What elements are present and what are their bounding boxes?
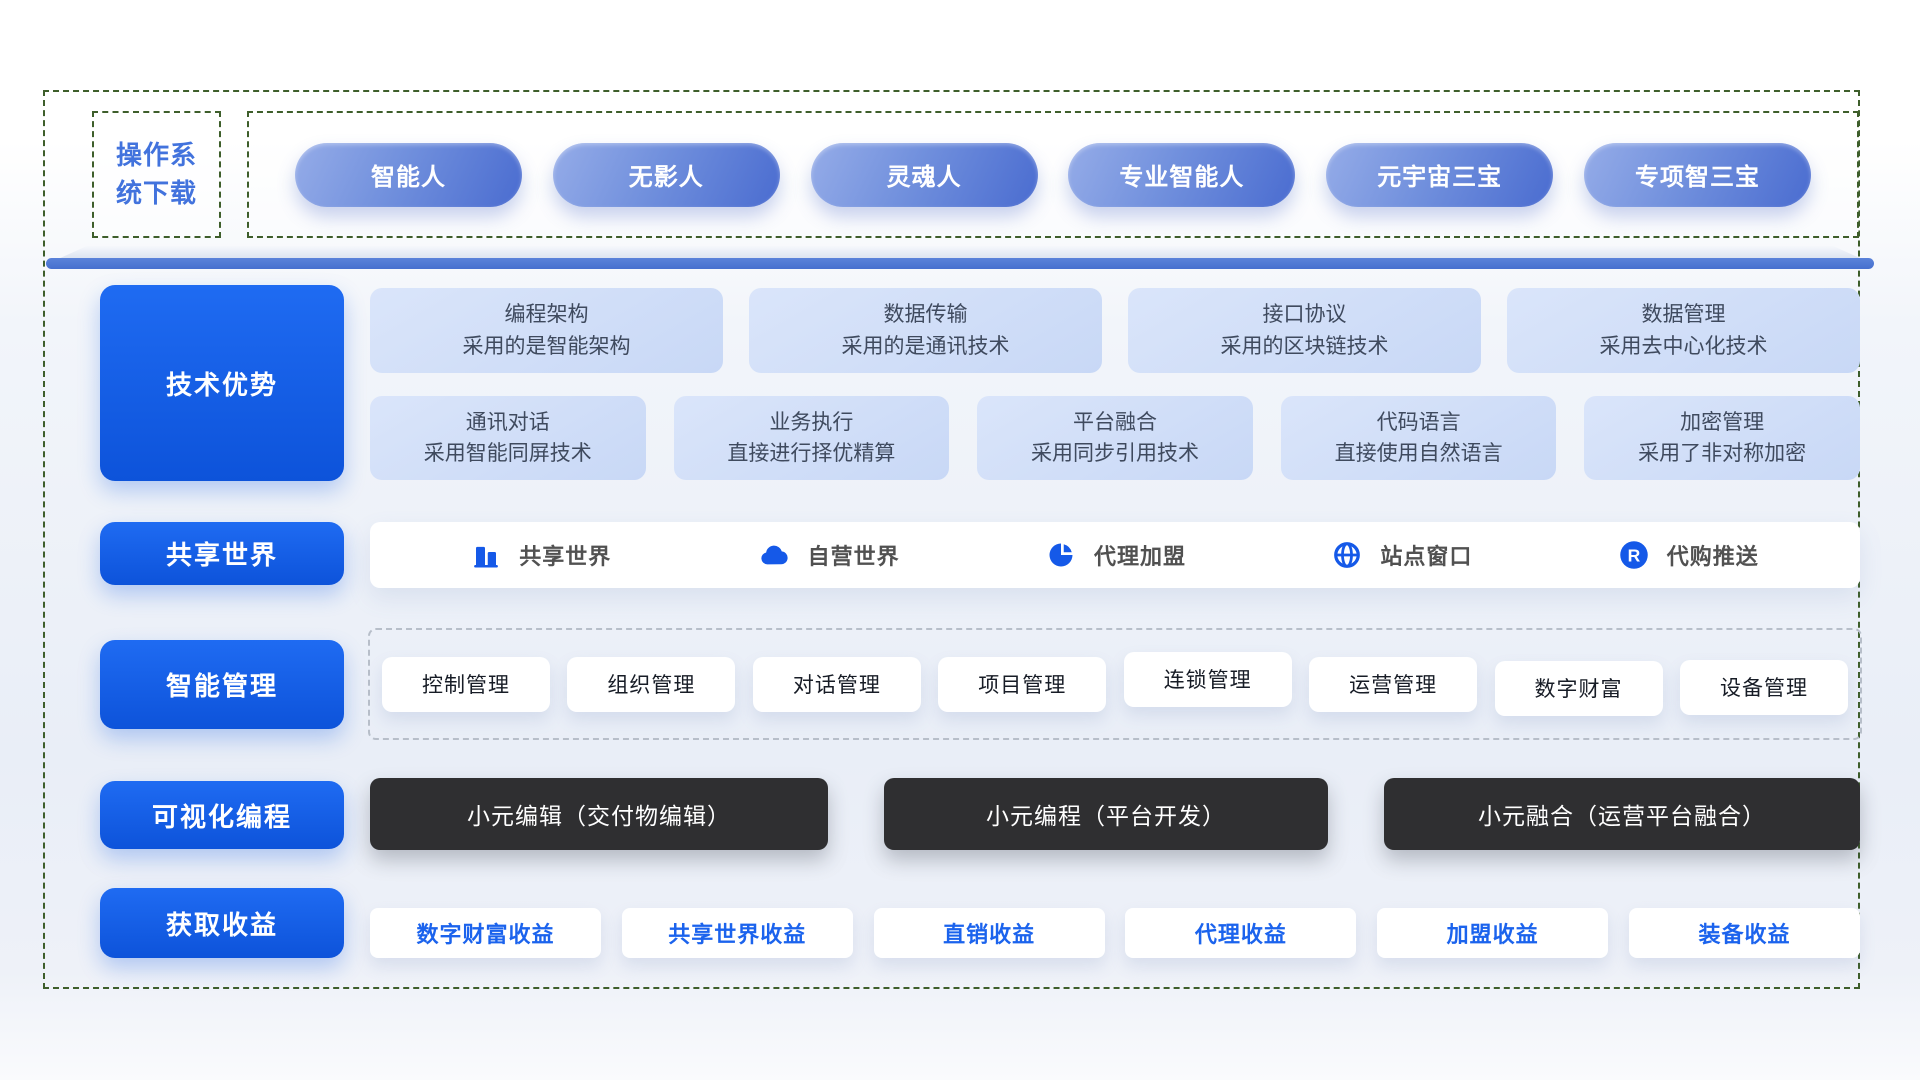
category-tech-advantage: 技术优势 [100, 285, 344, 481]
mgmt-chip-chain: 连锁管理 [1123, 651, 1292, 707]
globe-icon [1334, 542, 1361, 568]
r-badge-icon: R [1620, 541, 1648, 569]
pill-button-smart-person[interactable]: 智能人 [295, 142, 522, 207]
os-download-label: 操作系 统下载 [92, 111, 221, 238]
building-icon [474, 546, 499, 568]
tech-card-title: 代码语言 [1376, 410, 1461, 434]
tech-card: 加密管理 采用了非对称加密 [1584, 396, 1860, 480]
tech-card-title: 接口协议 [1262, 303, 1347, 326]
mgmt-chip-organization: 组织管理 [567, 656, 736, 712]
smart-management-area: 控制管理 组织管理 对话管理 项目管理 连锁管理 运营管理 数字财富 设备管理 [368, 628, 1862, 740]
tech-card-desc: 采用智能同屏技术 [423, 442, 592, 465]
mgmt-chip-control: 控制管理 [382, 656, 550, 712]
visual-box-fusion: 小元融合（运营平台融合） [1384, 778, 1860, 850]
shared-world-item-label: 站点窗口 [1380, 544, 1473, 569]
divider-bar [46, 258, 1874, 269]
tech-card-desc: 采用的是通讯技术 [841, 334, 1010, 358]
visual-box-editor: 小元编辑（交付物编辑） [370, 778, 828, 850]
earn-chip-equipment: 装备收益 [1628, 908, 1860, 958]
tech-card: 平台融合 采用同步引用技术 [977, 396, 1253, 480]
category-visual-programming: 可视化编程 [100, 781, 344, 849]
category-shared-world: 共享世界 [100, 522, 344, 585]
mgmt-chip-dialogue: 对话管理 [752, 656, 921, 712]
shared-world-item: 自营世界 [758, 539, 900, 571]
tech-card-title: 数据传输 [883, 303, 968, 326]
shared-world-item-label: 共享世界 [519, 544, 612, 569]
visual-box-programming: 小元编程（平台开发） [884, 778, 1328, 850]
mgmt-chip-project: 项目管理 [938, 656, 1107, 712]
category-earnings: 获取收益 [100, 888, 344, 958]
shared-world-item-label: 代理加盟 [1093, 544, 1186, 569]
pie-chart-icon [1049, 543, 1073, 567]
earn-chip-shared-world: 共享世界收益 [621, 908, 853, 958]
tech-card: 数据传输 采用的是通讯技术 [749, 288, 1102, 373]
earnings-row: 数字财富收益 共享世界收益 直销收益 代理收益 加盟收益 装备收益 [370, 908, 1860, 958]
pill-button-soul-person[interactable]: 灵魂人 [810, 142, 1038, 207]
tech-card-title: 加密管理 [1680, 410, 1765, 434]
tech-card-title: 业务执行 [769, 410, 854, 434]
download-pills-container: 智能人 无影人 灵魂人 专业智能人 元宇宙三宝 专项智三宝 [247, 111, 1859, 238]
tech-card-desc: 采用了非对称加密 [1638, 442, 1807, 465]
tech-card-title: 通讯对话 [465, 410, 550, 434]
earn-chip-direct-sales: 直销收益 [873, 908, 1105, 958]
mgmt-chip-operations: 运营管理 [1309, 656, 1478, 712]
tech-card-title: 编程架构 [504, 303, 589, 326]
divider-top-surface [58, 246, 1862, 259]
tech-card-desc: 采用的区块链技术 [1220, 334, 1389, 358]
tech-card: 代码语言 直接使用自然语言 [1280, 396, 1557, 480]
tech-card-title: 数据管理 [1641, 303, 1726, 326]
earn-chip-franchise: 加盟收益 [1377, 908, 1609, 958]
tech-cards-row-2: 通讯对话 采用智能同屏技术 业务执行 直接进行择优精算 平台融合 采用同步引用技… [370, 396, 1860, 480]
tech-cards-row-1: 编程架构 采用的是智能架构 数据传输 采用的是通讯技术 接口协议 采用的区块链技… [370, 288, 1860, 373]
shared-world-strip: 共享世界 自营世界 代理加盟 站点窗口 R [370, 522, 1860, 588]
shared-world-item: R 代购推送 [1619, 539, 1759, 571]
category-smart-management: 智能管理 [100, 640, 344, 729]
tech-card: 业务执行 直接进行择优精算 [673, 396, 950, 480]
mgmt-chip-equipment: 设备管理 [1679, 659, 1848, 715]
svg-text:R: R [1627, 545, 1640, 565]
tech-card: 数据管理 采用去中心化技术 [1507, 288, 1860, 373]
shared-world-item: 代理加盟 [1046, 539, 1186, 571]
shared-world-item: 共享世界 [471, 539, 611, 571]
pill-button-metaverse-treasures[interactable]: 元宇宙三宝 [1326, 142, 1554, 207]
tech-card-desc: 采用同步引用技术 [1030, 442, 1199, 465]
shared-world-item-label: 代购推送 [1666, 544, 1759, 569]
shared-world-item: 站点窗口 [1332, 539, 1472, 571]
earn-chip-digital-wealth: 数字财富收益 [370, 908, 601, 958]
tech-card-desc: 采用的是智能架构 [462, 334, 631, 358]
cloud-icon [760, 545, 788, 565]
tech-card-desc: 采用去中心化技术 [1599, 334, 1768, 358]
os-download-line2: 统下载 [115, 177, 197, 208]
tech-card-desc: 直接进行择优精算 [727, 442, 896, 465]
pill-button-shadowless-person[interactable]: 无影人 [552, 142, 780, 207]
pill-button-pro-smart-person[interactable]: 专业智能人 [1068, 142, 1296, 207]
os-download-line1: 操作系 [115, 139, 197, 170]
tech-card: 通讯对话 采用智能同屏技术 [370, 396, 646, 480]
tech-card-title: 平台融合 [1072, 410, 1157, 434]
pill-button-special-smart-treasures[interactable]: 专项智三宝 [1583, 142, 1811, 207]
earn-chip-agency: 代理收益 [1125, 908, 1357, 958]
mgmt-chip-digital-wealth: 数字财富 [1494, 660, 1663, 716]
tech-card-desc: 直接使用自然语言 [1334, 442, 1503, 465]
tech-card: 接口协议 采用的区块链技术 [1128, 288, 1481, 373]
shared-world-item-label: 自营世界 [807, 544, 900, 569]
visual-programming-row: 小元编辑（交付物编辑） 小元编程（平台开发） 小元融合（运营平台融合） [370, 778, 1860, 850]
tech-card: 编程架构 采用的是智能架构 [370, 288, 723, 373]
